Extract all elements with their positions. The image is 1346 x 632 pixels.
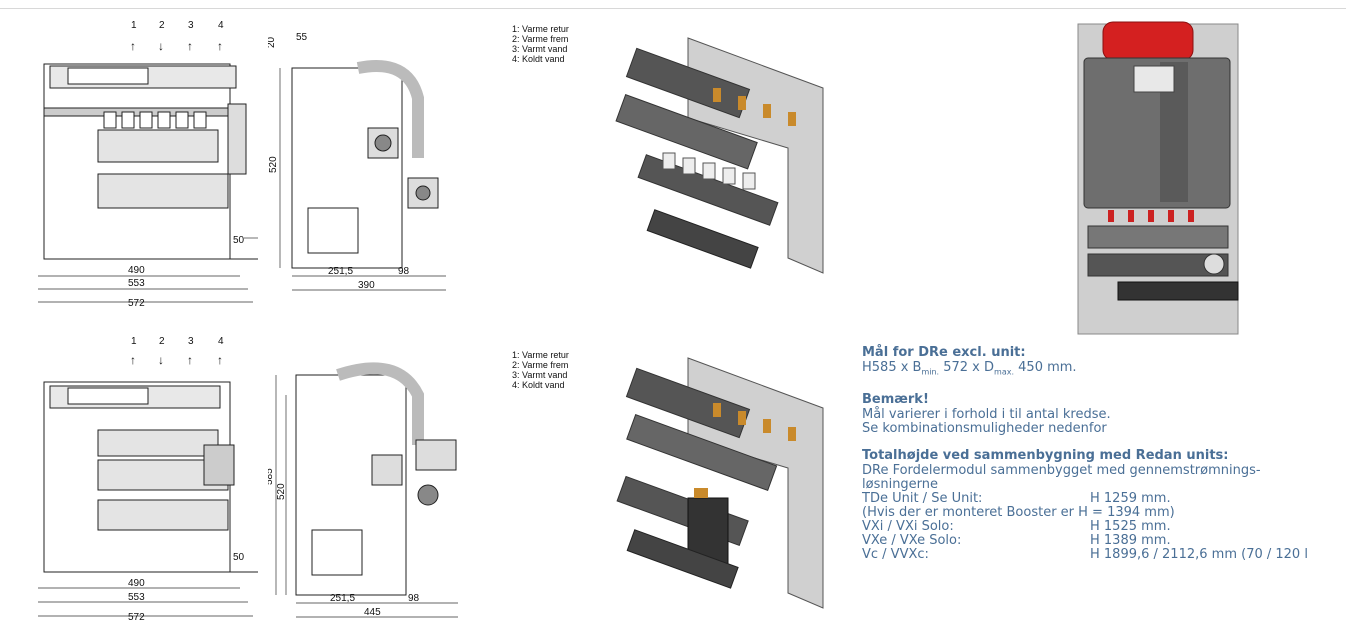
height-row: (Hvis der er monteret Booster er H = 139…: [862, 504, 1175, 520]
legend-item: 1: Varme retur: [512, 350, 569, 360]
legend-item: 4: Koldt vand: [512, 380, 565, 390]
dre-dimensions-text: H585 x Bmin. 572 x Dmax. 450 mm.: [862, 360, 1077, 377]
isometric-view-top: [615, 37, 824, 274]
dim-251-5: 251,5: [328, 266, 353, 277]
pipe-row-1: [1087, 225, 1229, 249]
total-height-text: løsningerne: [862, 476, 939, 492]
pump-icon: [374, 134, 392, 152]
pipe-row-2: [1087, 253, 1229, 277]
dim-553: 553: [128, 592, 145, 603]
port-number-4: 4: [218, 20, 224, 31]
dim-98: 98: [408, 593, 420, 604]
port-arrow-2: ↓: [158, 353, 164, 367]
port-number-4: 4: [218, 336, 224, 347]
height-row: TDe Unit / Se Unit:H 1259 mm.: [862, 490, 1171, 506]
port-number-1: 1: [131, 336, 137, 347]
front-view-top: 1 2 3 4 ↑ ↓ ↑ ↑ 490 553 572 50: [38, 20, 258, 309]
dim-553: 553: [128, 278, 145, 289]
side-view-bottom: 585 520 251,5 98 445: [268, 362, 458, 618]
valve-body: [407, 177, 439, 209]
dim-520: 520: [276, 483, 287, 500]
pipe-row-3: [1117, 281, 1239, 301]
cover-box: [67, 67, 149, 85]
note-line: Se kombinationsmuligheder nedenfor: [862, 420, 1107, 436]
port-arrow-1: ↑: [130, 39, 136, 53]
port-arrow-4: ↑: [217, 353, 223, 367]
cutout: [307, 207, 359, 254]
valve-icon: [415, 185, 431, 201]
dim-20: 20: [268, 36, 277, 48]
dim-98: 98: [398, 266, 410, 277]
port-number-2: 2: [159, 20, 165, 31]
port-arrow-3: ↑: [187, 353, 193, 367]
total-height-title: Totalhøjde ved sammenbygning med Redan u…: [862, 447, 1229, 463]
manifold-lower: [97, 173, 229, 209]
front-view-bottom: 1 2 3 4 ↑ ↓ ↑ ↑ 490 553 572 50: [38, 336, 258, 623]
dim-445: 445: [364, 607, 381, 618]
dim-572: 572: [128, 612, 145, 623]
pump-icon: [1203, 253, 1225, 275]
note-line: Mål varierer i forhold i til antal kreds…: [862, 406, 1111, 422]
port-number-2: 2: [159, 336, 165, 347]
height-row: VXe / VXe Solo:H 1389 mm.: [862, 532, 1171, 548]
manifold-upper: [97, 129, 219, 163]
dim-251-5: 251,5: [330, 593, 355, 604]
top-divider: [0, 8, 1346, 9]
total-height-text: DRe Fordelermodul sammenbygget med genne…: [862, 462, 1261, 478]
port-number-3: 3: [188, 20, 194, 31]
legend-bottom: 1: Varme retur 2: Varme frem 3: Varmt va…: [512, 350, 569, 390]
side-plate: [291, 67, 403, 269]
legend-item: 2: Varme frem: [512, 34, 569, 44]
side-pipe: [227, 103, 247, 175]
legend-top: 1: Varme retur 2: Varme frem 3: Varmt va…: [512, 24, 569, 64]
dim-50: 50: [233, 235, 245, 246]
legend-item: 1: Varme retur: [512, 24, 569, 34]
port-arrow-1: ↑: [130, 353, 136, 367]
dim-520: 520: [268, 156, 279, 173]
side-view-top: 20 55 520 251,5 98 390: [268, 32, 446, 291]
dim-55: 55: [296, 32, 308, 43]
dim-490: 490: [128, 578, 145, 589]
port-number-1: 1: [131, 20, 137, 31]
controller-display: [1133, 65, 1175, 93]
unit-body: [1083, 57, 1231, 209]
info-panel: Mål for DRe excl. unit: H585 x Bmin. 572…: [862, 345, 1342, 562]
dim-490: 490: [128, 265, 145, 276]
port-arrow-4: ↑: [217, 39, 223, 53]
legend-item: 3: Varmt vand: [512, 44, 568, 54]
dim-390: 390: [358, 280, 375, 291]
expansion-tank: [1102, 21, 1194, 61]
note-title: Bemærk!: [862, 391, 929, 407]
pipe-bend: [356, 60, 424, 158]
dim-50: 50: [233, 552, 245, 563]
unit-render: [1077, 21, 1239, 335]
legend-item: 4: Koldt vand: [512, 54, 565, 64]
isometric-view-bottom: [616, 357, 824, 609]
port-arrow-3: ↑: [187, 39, 193, 53]
dre-dimensions-title: Mål for DRe excl. unit:: [862, 345, 1026, 360]
height-row: VXi / VXi Solo:H 1525 mm.: [862, 518, 1171, 534]
pump-body: [203, 444, 235, 486]
port-number-3: 3: [188, 336, 194, 347]
legend-item: 2: Varme frem: [512, 360, 569, 370]
legend-item: 3: Varmt vand: [512, 370, 568, 380]
port-arrow-2: ↓: [158, 39, 164, 53]
height-row: Vc / VVXc:H 1899,6 / 2112,6 mm (70 / 120…: [862, 546, 1308, 562]
dim-585: 585: [268, 468, 275, 485]
dim-572: 572: [128, 298, 145, 309]
